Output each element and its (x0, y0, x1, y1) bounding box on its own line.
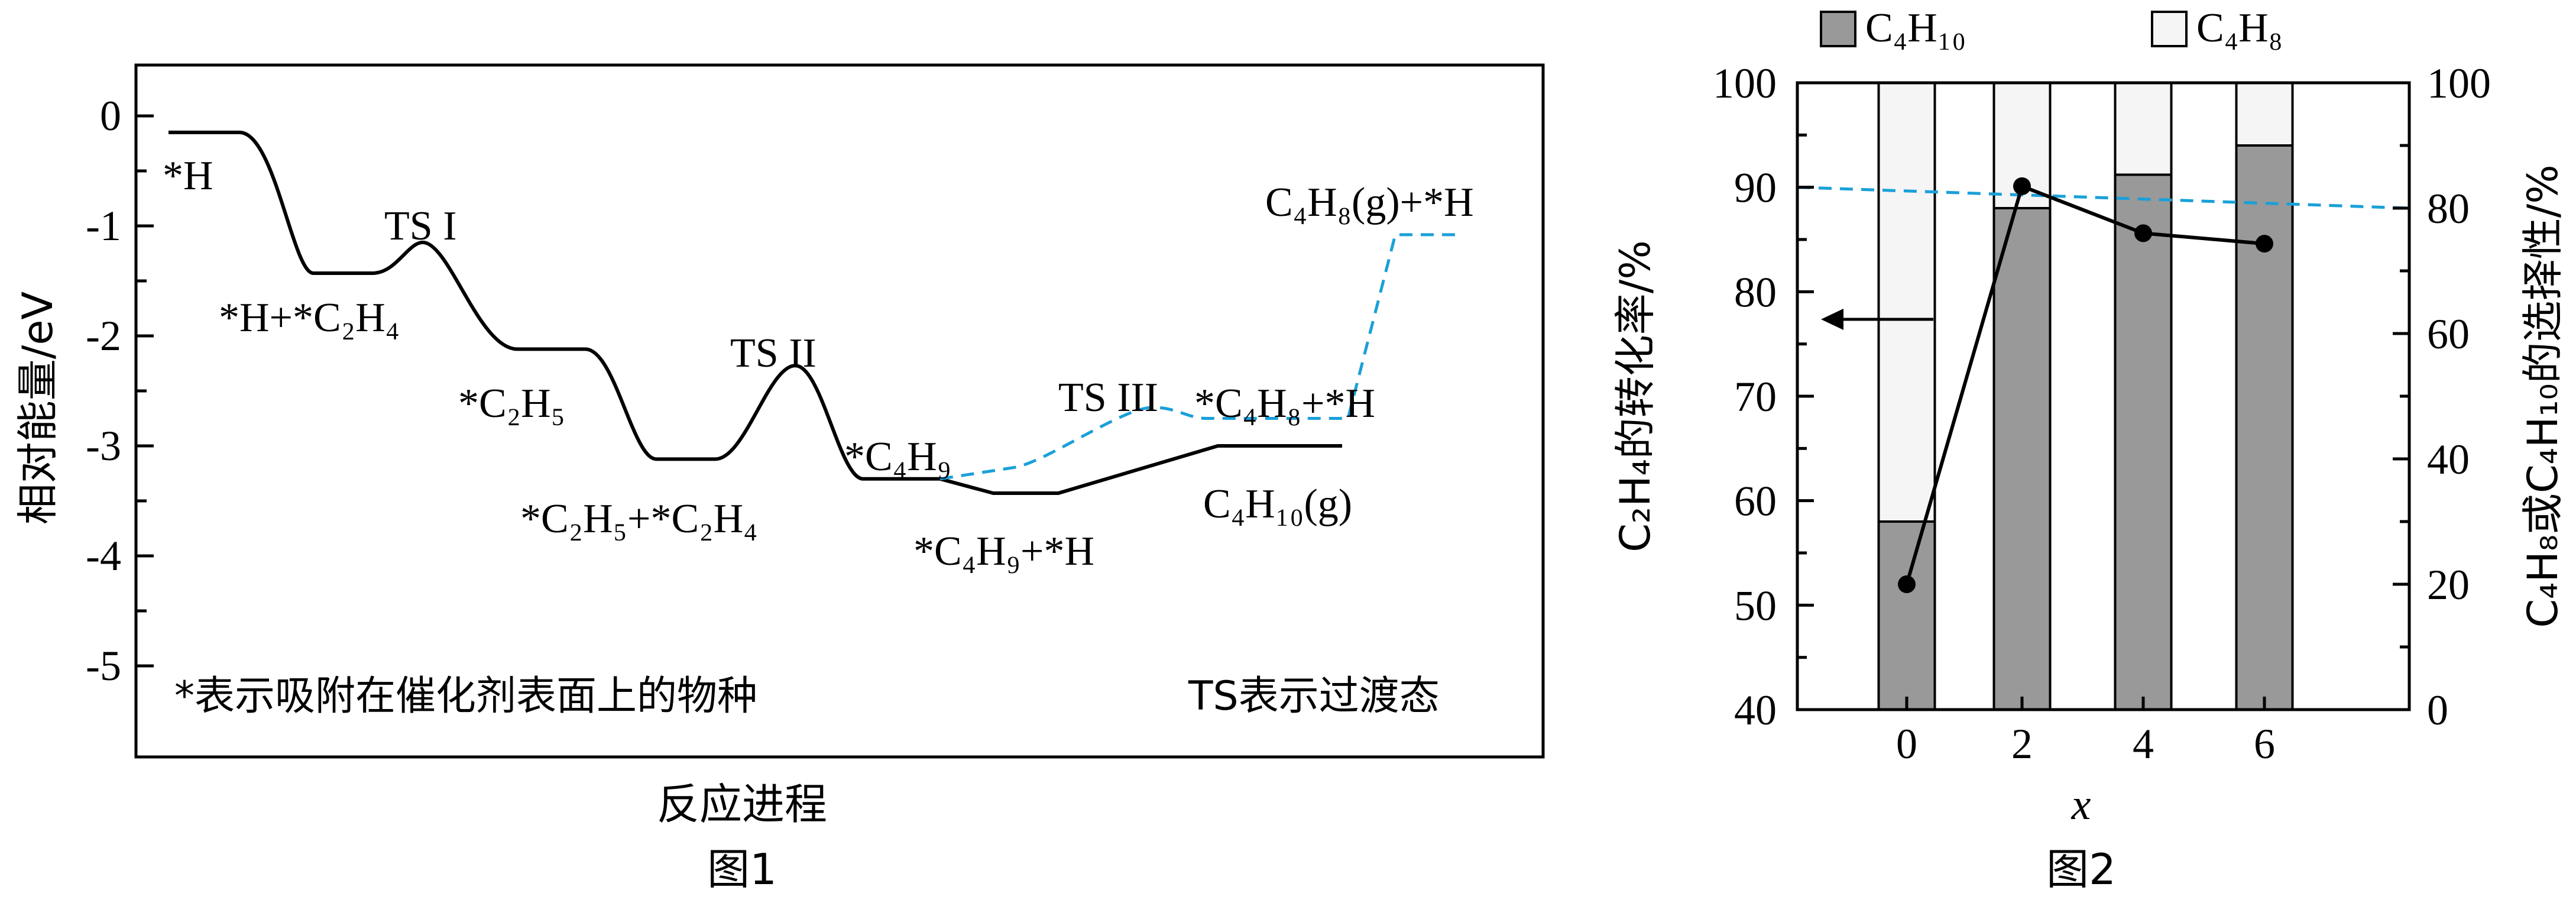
legend-label-c4h8: C₄H₈ (2196, 5, 2283, 51)
fig1-ytick-label: -5 (86, 642, 121, 690)
fig1-ytick-label: -2 (86, 312, 121, 360)
conversion-line (1905, 183, 2265, 585)
right-ytick-label: 80 (2427, 185, 2470, 232)
conversion-point-x2 (2013, 177, 2031, 195)
fig1-caption: 图1 (707, 844, 777, 894)
left-ytick-label: 100 (1713, 60, 1777, 107)
conversion-points (1898, 177, 2273, 593)
bar-c4h8-x0 (1877, 82, 1936, 523)
xtick-label: 6 (2254, 720, 2275, 768)
fig2-bars (1877, 82, 2294, 711)
fig2-x-axis-label: x (2071, 781, 2091, 829)
state-label-h-c2h4: *H+*C₂H₄ (219, 295, 400, 341)
right-ytick-label: 60 (2427, 310, 2470, 358)
reference-line-90-80 (1797, 186, 2410, 210)
left-ytick-label: 50 (1734, 582, 1777, 629)
state-label-c4h8g-h: C₄H₈(g)+*H (1265, 180, 1474, 225)
state-label-ts1: TS I (384, 203, 457, 249)
fig2-ticks (1797, 81, 2409, 711)
fig1-ytick-label: -4 (86, 532, 121, 580)
xtick-label: 2 (2011, 720, 2033, 768)
left-ytick-label: 70 (1734, 373, 1777, 420)
conversion-point-x6 (2256, 235, 2273, 253)
right-ytick-label: 100 (2427, 60, 2491, 107)
fig1-note-adsorbed: *表示吸附在催化剂表面上的物种 (174, 673, 757, 720)
left-ytick-label: 90 (1734, 164, 1777, 212)
fig2-right-axis-label: C₄H₈或C₄H₁₀的选择性/% (2519, 164, 2567, 627)
fig2-left-axis-label: C₂H₄的转化率/% (1611, 240, 1660, 552)
left-ytick-label: 60 (1734, 478, 1777, 525)
energy-profile-c4h8-branch (939, 233, 1460, 481)
state-label-h: *H (163, 153, 213, 199)
bar-c4h10-x6 (2235, 144, 2294, 711)
fig1-x-axis-label: 反应进程 (657, 779, 827, 829)
bar-c4h10-x4 (2114, 173, 2173, 711)
conversion-point-x0 (1898, 575, 1916, 593)
state-label-c4h10g: C₄H₁₀(g) (1203, 481, 1352, 527)
fig2-tick-labels: 40 50 60 70 80 90 100 0 20 40 60 80 100 0 2 4 6 (1713, 60, 2491, 768)
right-ytick-label: 20 (2427, 561, 2470, 609)
left-ytick-label: 80 (1734, 268, 1777, 316)
state-label-ts3: TS III (1058, 375, 1158, 420)
fig1-y-axis-label: 相对能量/eV (14, 292, 62, 525)
conversion-point-x4 (2134, 224, 2152, 242)
fig1-y-tick-labels: 0 -1 -2 -3 -4 -5 (86, 92, 121, 690)
figure2: C₄H₁₀ C₄H₈ 40 50 60 70 80 90 100 0 20 40 60 80 100 0 2… (1611, 5, 2567, 894)
legend-label-c4h10: C₄H₁₀ (1865, 5, 1966, 51)
xtick-label: 0 (1896, 720, 1917, 768)
bar-c4h8-x4 (2114, 82, 2173, 176)
state-label-c2h5-c2h4: *C₂H₅+*C₂H₄ (520, 496, 758, 542)
state-label-c4h8-h: *C₄H₈+*H (1194, 381, 1375, 426)
state-label-c2h5: *C₂H₅ (458, 381, 565, 426)
fig1-ytick-label: -1 (86, 202, 121, 250)
state-label-ts2: TS II (730, 331, 816, 376)
bar-c4h10-x0 (1877, 520, 1936, 711)
xtick-label: 4 (2133, 720, 2154, 768)
fig1-y-ticks (136, 114, 154, 668)
bar-c4h8-x6 (2235, 82, 2294, 147)
right-ytick-label: 40 (2427, 436, 2470, 483)
bar-c4h10-x2 (1992, 207, 2052, 711)
figure1: 0 -1 -2 -3 -4 -5 相对能量/eV *H *H+*C₂H₄ TS … (14, 63, 1545, 894)
fig1-ytick-label: 0 (100, 92, 121, 140)
legend-swatch-c4h8 (2151, 11, 2188, 47)
state-label-c4h9: *C₄H₉ (844, 434, 951, 480)
energy-profile-main (169, 130, 1342, 495)
state-label-c4h9-h: *C₄H₉+*H (913, 529, 1094, 574)
left-ytick-label: 40 (1734, 687, 1777, 734)
fig1-frame (134, 63, 1545, 759)
left-axis-arrowhead-icon (1821, 309, 1843, 330)
fig1-ytick-label: -3 (86, 422, 121, 470)
fig1-note-ts: TS表示过渡态 (1188, 673, 1440, 720)
right-ytick-label: 0 (2427, 687, 2448, 734)
fig2-caption: 图2 (2046, 844, 2116, 894)
legend-swatch-c4h10 (1820, 11, 1856, 47)
